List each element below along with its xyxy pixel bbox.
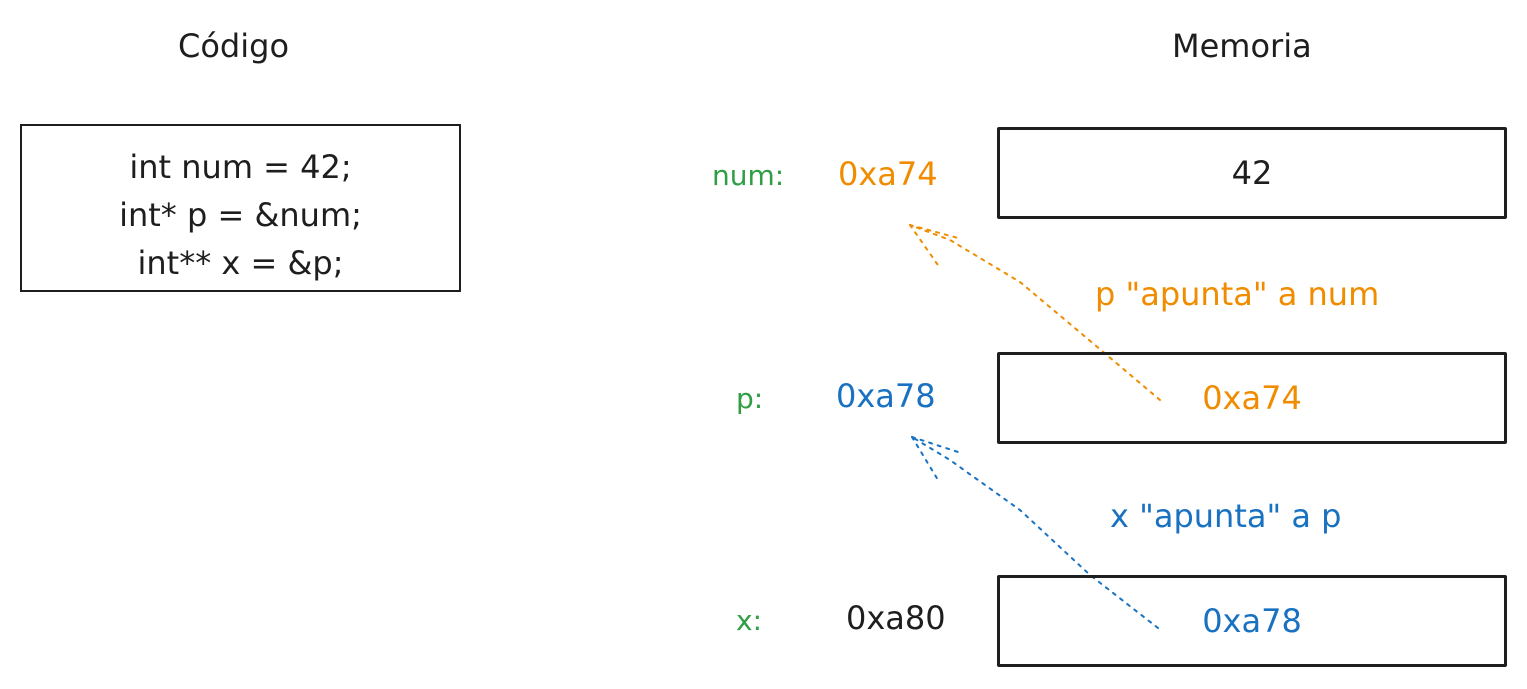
address-p: 0xa78	[836, 377, 936, 415]
memory-value-x: 0xa78	[1202, 602, 1302, 640]
code-heading: Código	[178, 27, 290, 65]
code-box: int num = 42; int* p = &num; int** x = &…	[20, 124, 461, 292]
p-to-num-arrow	[909, 224, 1161, 401]
memory-cell-p: 0xa74	[997, 352, 1507, 444]
memory-value-num: 42	[1231, 154, 1273, 192]
code-line-p: int* p = &num;	[119, 196, 362, 234]
variable-label-x: x:	[736, 604, 763, 637]
memory-cell-x: 0xa78	[997, 575, 1507, 667]
memory-cell-num: 42	[997, 127, 1507, 219]
annotation-x-points-to-p: x "apunta" a p	[1110, 497, 1342, 535]
memory-heading: Memoria	[1172, 27, 1312, 65]
code-line-num: int num = 42;	[129, 148, 352, 186]
address-num: 0xa74	[838, 155, 938, 193]
code-line-x: int** x = &p;	[137, 244, 344, 282]
variable-label-p: p:	[736, 382, 764, 415]
x-to-p-arrow	[911, 436, 1159, 629]
annotation-p-points-to-num: p "apunta" a num	[1095, 275, 1380, 313]
memory-value-p: 0xa74	[1202, 379, 1302, 417]
address-x: 0xa80	[846, 599, 946, 637]
variable-label-num: num:	[712, 159, 785, 192]
